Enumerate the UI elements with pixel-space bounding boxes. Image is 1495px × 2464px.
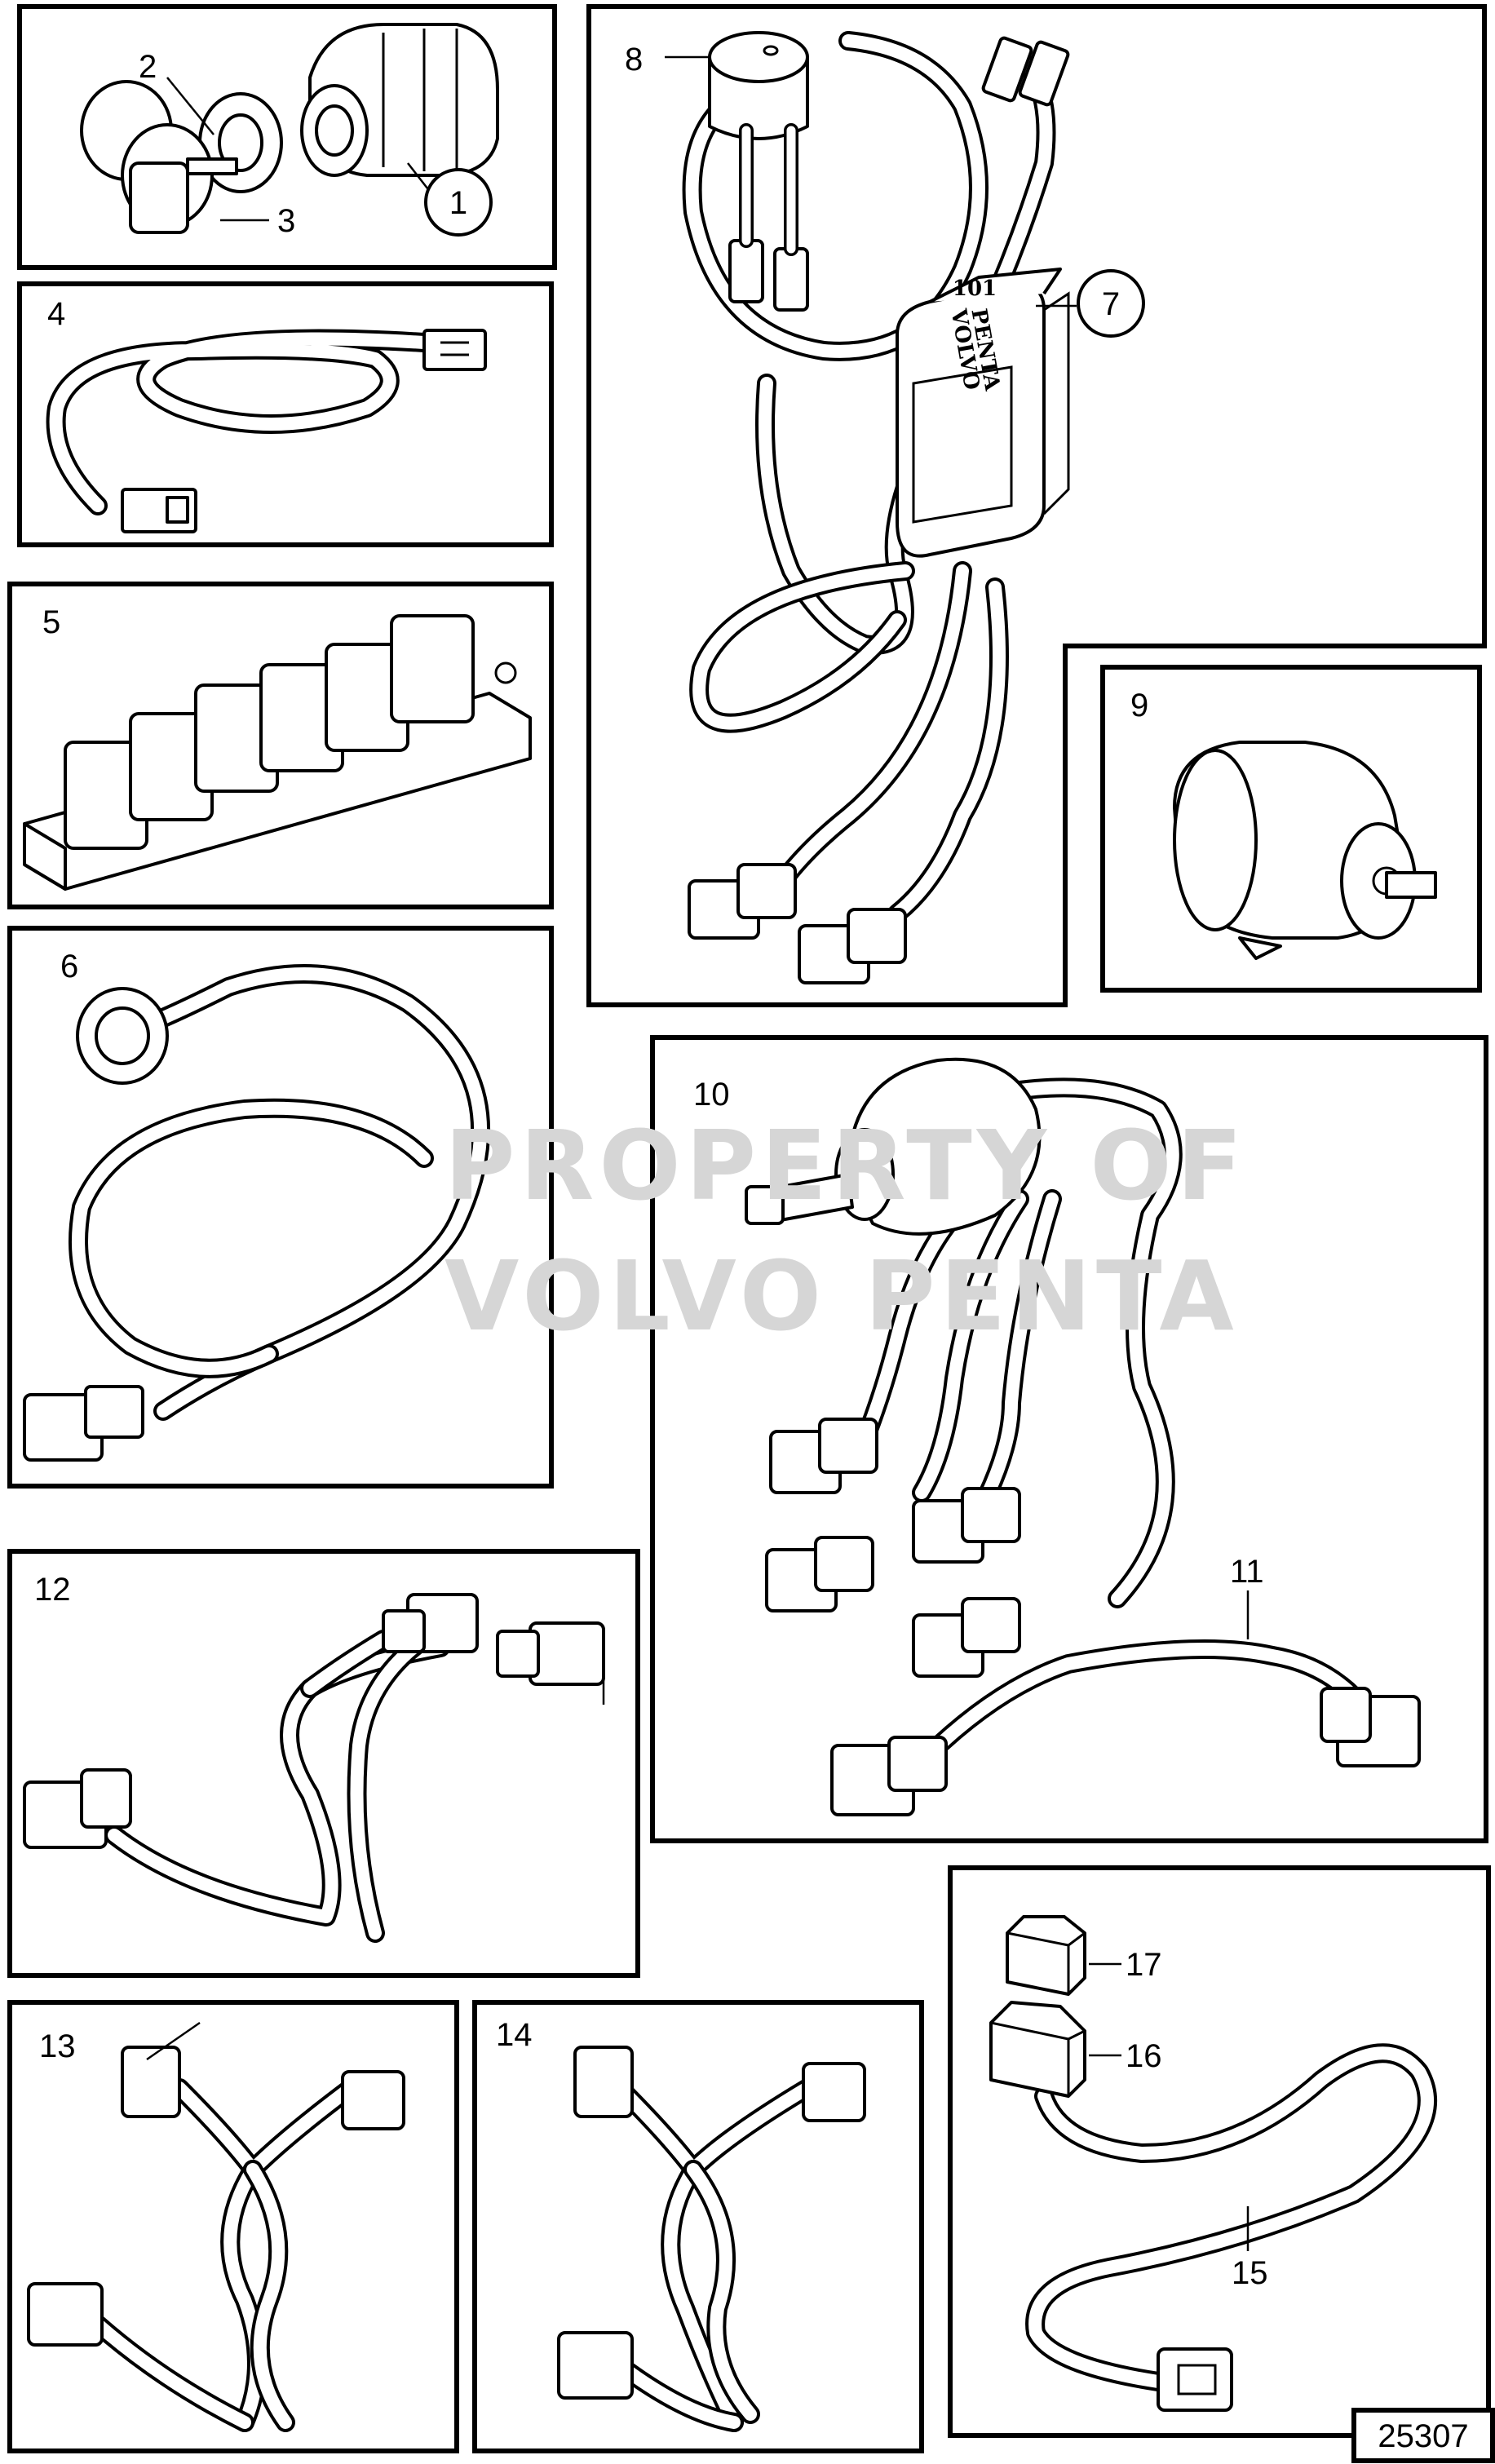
callout-2: 2 <box>139 49 157 85</box>
callout-10: 10 <box>693 1077 730 1113</box>
callout-12: 12 <box>34 1572 71 1608</box>
callout-14: 14 <box>496 2017 533 2053</box>
callout-13: 13 <box>39 2028 76 2064</box>
figure-number-box: 25307 <box>1351 2408 1495 2463</box>
alarm-connector-right <box>798 908 907 984</box>
alarm-connector-left <box>688 863 797 940</box>
y12-connector-left <box>23 1768 132 1849</box>
callout-3: 3 <box>277 203 295 239</box>
y13-connector-top-right <box>341 2070 405 2130</box>
harness-connector-d <box>912 1597 1021 1678</box>
panel-ignition-switch: 1 2 3 <box>17 4 557 270</box>
watermark-line-1: PROPERTY OF <box>445 1109 1247 1222</box>
buzzer <box>708 31 809 312</box>
sender-unit <box>1173 741 1437 960</box>
callout-6: 6 <box>60 949 78 984</box>
callout-7: 7 <box>1102 286 1120 322</box>
callout-4: 4 <box>47 296 65 332</box>
y12-connector-right <box>496 1621 605 1686</box>
y14-connector-top-left <box>573 2046 634 2118</box>
box-marking: 101 <box>953 276 997 301</box>
panel-relay-harness-15-17: 17 16 15 <box>948 1865 1491 2438</box>
alarm-control-box: VOLVO PENTA 101 <box>896 268 1070 558</box>
callout-8: 8 <box>625 42 643 77</box>
callout-1-circle <box>424 168 493 237</box>
panel-cable-6: 6 <box>7 926 554 1489</box>
watermark: PROPERTY OF VOLVO PENTA <box>445 1109 1247 1352</box>
relay <box>1006 1915 1086 1996</box>
watermark-line-2: VOLVO PENTA <box>445 1240 1239 1352</box>
panel-y-harness-14: 14 <box>472 2000 924 2453</box>
cable-6-connector <box>23 1385 144 1462</box>
harness-connector-e <box>830 1736 948 1816</box>
panel-connector-block-5: 5 <box>7 582 554 909</box>
y13-connector-top-left <box>121 2046 181 2118</box>
relay-socket <box>989 2001 1086 2098</box>
figure-number: 25307 <box>1378 2418 1468 2454</box>
panel-sensor-9: 9 <box>1100 665 1482 993</box>
harness-connector-c <box>912 1487 1021 1564</box>
callout-5: 5 <box>42 604 60 640</box>
harness-connector-f <box>1320 1687 1421 1767</box>
ignition-switch-body <box>300 23 499 177</box>
callout-17: 17 <box>1126 1947 1162 1983</box>
ignition-keys <box>80 80 238 234</box>
panel-cable-4: 4 <box>17 281 554 547</box>
panel-alarm-7-8: VOLVO PENTA 101 8 7 <box>586 4 1487 1007</box>
panel-y-harness-12: 12 <box>7 1549 640 1978</box>
cable-4-connector-right <box>422 329 487 371</box>
relay-harness-connector <box>1157 2347 1233 2412</box>
callout-16: 16 <box>1126 2038 1162 2074</box>
harness-connector-b <box>765 1536 874 1612</box>
round-plug <box>76 987 169 1085</box>
sender-unit-10 <box>745 1057 1042 1236</box>
callout-7-circle <box>1077 269 1145 338</box>
y12-connector-top <box>382 1593 479 1653</box>
callout-15: 15 <box>1232 2255 1268 2291</box>
callout-1: 1 <box>449 185 467 221</box>
connector-block <box>23 614 532 891</box>
y13-connector-bottom <box>27 2282 104 2347</box>
spade-terminals <box>981 36 1070 107</box>
callout-11: 11 <box>1230 1554 1264 1590</box>
callout-9: 9 <box>1130 688 1148 723</box>
panel-y-harness-13: 13 <box>7 2000 459 2453</box>
y14-connector-top-right <box>802 2062 866 2122</box>
y14-connector-bottom <box>557 2331 634 2400</box>
cable-4-connector-left <box>121 488 197 533</box>
harness-connector-a <box>769 1418 878 1494</box>
panel-harness-10-11: PROPERTY OF VOLVO PENTA 10 11 <box>445 1035 1488 1843</box>
